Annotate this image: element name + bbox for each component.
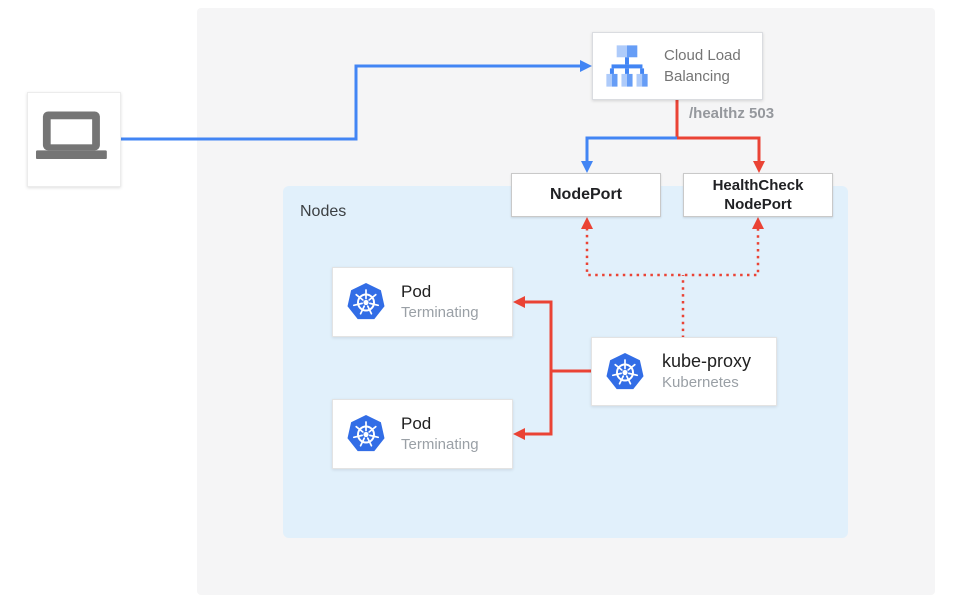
cloud-load-balancing-icon [606, 45, 648, 87]
kube-proxy-title: kube-proxy [662, 351, 752, 371]
pod-node-1: Pod Terminating [332, 267, 513, 337]
connector-clb-to-nodeport [585, 136, 677, 162]
arrowhead-into-healthcheck-nodeport [753, 161, 765, 173]
pod-title: Pod [401, 282, 432, 301]
connector-client-to-clb [121, 64, 580, 141]
connector-kubeproxy-to-pods [525, 300, 592, 436]
pod-node-2: Pod Terminating [332, 399, 513, 469]
kube-proxy-subtitle: Kubernetes [662, 374, 739, 391]
pod-text: Pod Terminating [401, 413, 479, 455]
kube-proxy-node: kube-proxy Kubernetes [591, 337, 777, 406]
arrowhead-into-nodeport [581, 161, 593, 173]
client-node [27, 92, 121, 187]
kubernetes-icon [606, 352, 644, 389]
nodeport-node: NodePort [511, 173, 661, 217]
healthz-edge-label: /healthz 503 [689, 105, 775, 122]
pod-text: Pod Terminating [401, 281, 479, 323]
pod-title: Pod [401, 414, 432, 433]
arrowhead-into-pod-1 [513, 296, 525, 308]
arrowhead-into-pod-2 [513, 428, 525, 440]
healthcheck-nodeport-node: HealthCheck NodePort [683, 173, 833, 217]
arrowhead-dotted-into-healthcheck-nodeport [752, 217, 764, 229]
arrowhead-into-clb [580, 60, 592, 72]
kubernetes-icon [347, 283, 385, 320]
cloud-load-balancing-node: Cloud Load Balancing [592, 32, 763, 100]
connector-clb-to-healthcheck-nodeport [675, 100, 761, 162]
arrowhead-dotted-into-nodeport [581, 217, 593, 229]
kube-proxy-text: kube-proxy Kubernetes [662, 350, 751, 393]
cloud-load-balancing-label: Cloud Load Balancing [664, 47, 741, 85]
nodes-group-label: Nodes [300, 203, 347, 220]
kubernetes-icon [347, 415, 385, 452]
pod-status: Terminating [401, 304, 479, 321]
laptop-icon [36, 111, 107, 159]
connector-kubeproxy-dotted-branches [585, 228, 760, 277]
pod-status: Terminating [401, 436, 479, 453]
